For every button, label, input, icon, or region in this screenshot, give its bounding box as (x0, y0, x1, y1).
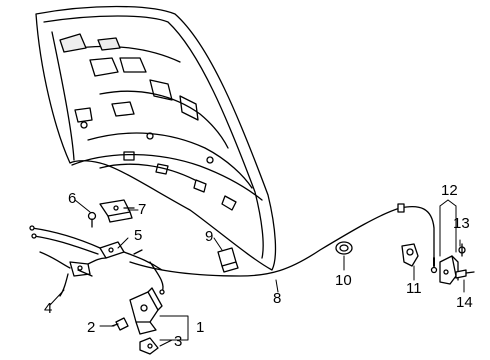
callout-14: 14 (456, 294, 473, 311)
bumper-9 (217, 247, 239, 273)
callout-3: 3 (174, 333, 183, 350)
cable-8 (129, 203, 438, 277)
leader-lines (49, 199, 465, 347)
cable-5 (29, 225, 165, 295)
callout-6: 6 (68, 190, 77, 207)
callout-11: 11 (406, 280, 422, 297)
callout-10: 10 (335, 272, 352, 289)
screw-13 (458, 243, 466, 257)
screw-2 (111, 317, 129, 331)
callout-8: 8 (273, 290, 282, 307)
callout-13: 13 (453, 215, 470, 232)
latch-assembly-1 (129, 287, 163, 335)
latch-bracket-12 (439, 255, 459, 285)
screw-6 (87, 211, 97, 228)
callout-2: 2 (87, 319, 96, 336)
callout-9: 9 (205, 228, 214, 245)
callout-5: 5 (134, 227, 143, 244)
bolt-14 (455, 269, 475, 279)
grommet-10 (335, 241, 353, 255)
callout-4: 4 (44, 300, 53, 317)
clip-11 (401, 243, 419, 267)
hood-panel (35, 5, 277, 271)
latch-sensor-3 (139, 337, 159, 355)
callout-12: 12 (441, 182, 458, 199)
release-lever-4 (39, 251, 107, 297)
callout-1: 1 (196, 319, 205, 336)
bracket-7 (99, 199, 135, 223)
callout-7: 7 (138, 201, 147, 218)
